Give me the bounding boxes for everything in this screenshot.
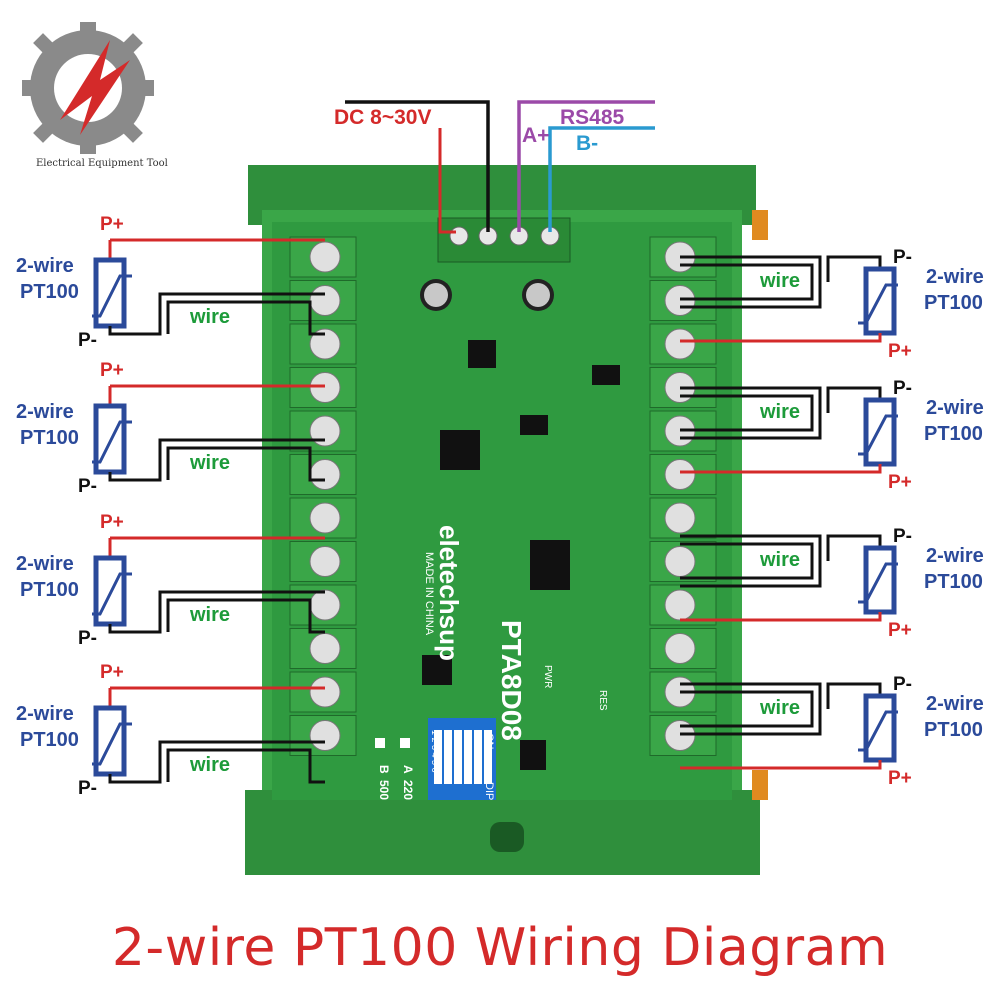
sensor-type-label: 2-wire xyxy=(16,255,74,277)
wire-label: wire xyxy=(189,452,230,474)
diagram-title: 2-wire PT100 Wiring Diagram xyxy=(111,918,889,978)
resistor-icon xyxy=(863,545,897,615)
p-plus-label: P+ xyxy=(100,512,124,533)
p-minus-label: P- xyxy=(78,330,97,351)
sensor-type-label: PT100 xyxy=(20,729,79,751)
p-minus-label: P- xyxy=(893,378,912,399)
wire-label: wire xyxy=(759,697,800,719)
legend-b-value: 500 xyxy=(377,780,391,800)
terminal-screw xyxy=(309,241,341,273)
model-text: PTA8D08 xyxy=(496,620,527,741)
terminal-screw xyxy=(309,633,341,664)
terminal-screw xyxy=(309,285,341,316)
p-minus-label: P- xyxy=(78,628,97,649)
terminal-screw xyxy=(309,676,341,708)
terminal-screw xyxy=(664,546,696,577)
pcb-components xyxy=(420,279,620,770)
terminal-screw xyxy=(664,633,696,664)
p-plus-label: P+ xyxy=(888,620,912,641)
dip-on-label: ON xyxy=(483,733,495,750)
logo-text: Electrical Equipment Tool xyxy=(36,158,168,169)
legend-a: A xyxy=(401,765,415,774)
sensor-type-label: 2-wire xyxy=(16,401,74,423)
jumper-legend-squares xyxy=(375,738,410,748)
sensor-type-label: PT100 xyxy=(924,292,983,314)
din-clip-bottom xyxy=(752,770,768,800)
rs485-b-label: B- xyxy=(576,132,598,155)
sensor-type-label: 2-wire xyxy=(926,545,984,567)
sensor-groups: P+P-2-wirePT100wireP+P-2-wirePT100wireP+… xyxy=(16,214,984,799)
rs485-label: RS485 xyxy=(560,106,625,129)
wire-label: wire xyxy=(759,549,800,571)
power-terminal-block xyxy=(437,217,571,263)
terminal-screw xyxy=(309,546,341,577)
terminal-screw xyxy=(309,459,341,490)
sensor-type-label: PT100 xyxy=(924,719,983,741)
terminal-screw xyxy=(309,502,341,534)
sensor-type-label: 2-wire xyxy=(926,266,984,288)
sensor-type-label: PT100 xyxy=(924,571,983,593)
wire-label: wire xyxy=(759,270,800,292)
terminal-screw xyxy=(664,459,696,490)
dip-numbers: 1 2 3 4 5 6 xyxy=(430,730,440,773)
p-minus-label: P- xyxy=(78,778,97,799)
res-label: RES xyxy=(597,690,608,711)
dip-switch[interactable] xyxy=(428,718,496,800)
power-rs485-wires xyxy=(345,100,655,234)
terminal-screw xyxy=(664,328,696,360)
p-plus-label: P+ xyxy=(100,360,124,381)
terminal-screw xyxy=(664,502,696,534)
terminal-screw xyxy=(309,589,341,621)
p-minus-label: P- xyxy=(78,476,97,497)
p-plus-label: P+ xyxy=(888,341,912,362)
resistor-icon xyxy=(863,693,897,763)
sensor-type-label: PT100 xyxy=(20,281,79,303)
sensor-type-label: 2-wire xyxy=(16,703,74,725)
p-plus-label: P+ xyxy=(888,768,912,789)
gear-logo-icon xyxy=(22,22,154,154)
sensor-type-label: PT100 xyxy=(924,423,983,445)
power-label: DC 8~30V xyxy=(334,106,431,129)
terminal-screw xyxy=(309,720,341,751)
wire-label: wire xyxy=(189,754,230,776)
terminal-screw xyxy=(309,328,341,360)
p-minus-label: P- xyxy=(893,674,912,695)
legend-a-value: 220 xyxy=(401,780,415,800)
p-minus-label: P- xyxy=(893,247,912,268)
p-minus-label: P- xyxy=(893,526,912,547)
sensor-type-label: 2-wire xyxy=(16,553,74,575)
p-plus-label: P+ xyxy=(888,472,912,493)
made-in-text: MADE IN CHINA xyxy=(423,552,435,636)
rs485-a-label: A+ xyxy=(522,124,549,147)
sensor-type-label: PT100 xyxy=(20,579,79,601)
resistor-icon xyxy=(863,397,897,467)
pwr-label: PWR xyxy=(542,665,553,688)
wire-label: wire xyxy=(759,401,800,423)
sensor-type-label: PT100 xyxy=(20,427,79,449)
p-plus-label: P+ xyxy=(100,662,124,683)
sensor-type-label: 2-wire xyxy=(926,693,984,715)
brand-text: eletechsup xyxy=(434,525,464,661)
wire-label: wire xyxy=(189,604,230,626)
din-clip-top xyxy=(752,210,768,240)
dip-label: DIP xyxy=(483,782,495,800)
resistor-icon xyxy=(863,266,897,336)
legend-b: B xyxy=(377,765,391,774)
terminal-screw xyxy=(664,589,696,621)
p-plus-label: P+ xyxy=(100,214,124,235)
wire-label: wire xyxy=(189,306,230,328)
sensor-type-label: 2-wire xyxy=(926,397,984,419)
